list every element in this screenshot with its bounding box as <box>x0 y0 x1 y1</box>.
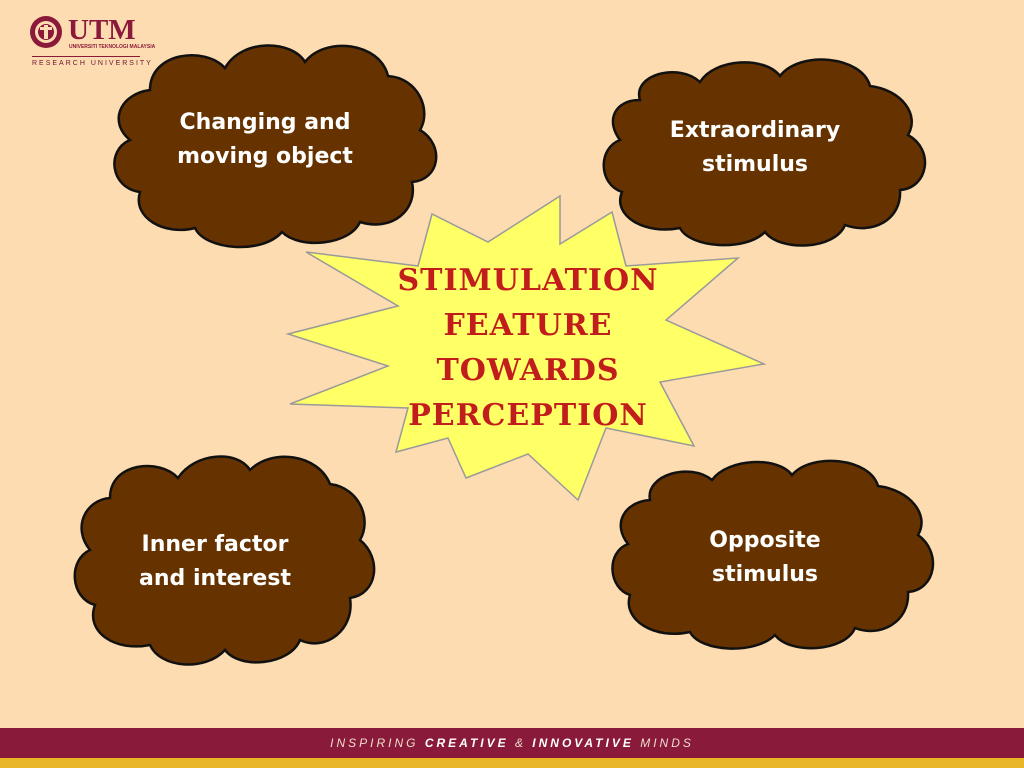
center-title-line: FEATURE <box>443 308 613 343</box>
cloud-label-line: Opposite <box>709 528 821 553</box>
footer-slogan-part: CREATIVE <box>424 736 509 750</box>
logo-subtitle: UNIVERSITI TEKNOLOGI MALAYSIA <box>69 44 156 50</box>
cloud-label-line: Inner factor <box>141 532 289 557</box>
cloud-text-top-left: Changing and moving object <box>160 106 370 174</box>
footer-slogan-part: INSPIRING <box>330 736 425 750</box>
logo-divider <box>32 56 140 57</box>
cloud-top-left <box>113 44 438 249</box>
cloud-bottom-right <box>611 459 935 650</box>
cloud-label-line: stimulus <box>711 562 819 587</box>
cloud-label-line: stimulus <box>701 152 809 177</box>
cloud-label-line: Changing and <box>179 110 351 135</box>
cloud-top-right <box>602 58 927 247</box>
cloud-label-line: Extraordinary <box>669 118 841 143</box>
logo-tagline: RESEARCH UNIVERSITY <box>32 60 153 67</box>
center-title-line: STIMULATION <box>397 263 659 298</box>
footer-slogan: INSPIRING CREATIVE & INNOVATIVE MINDS <box>0 736 1024 750</box>
utm-crest-icon <box>30 16 62 48</box>
utm-logo: UTM UNIVERSITI TEKNOLOGI MALAYSIA RESEAR… <box>28 12 155 72</box>
footer-slogan-part: INNOVATIVE <box>532 736 634 750</box>
cloud-label-line: and interest <box>139 566 291 591</box>
cloud-label-line: moving object <box>177 144 353 169</box>
center-title-line: PERCEPTION <box>408 398 648 433</box>
footer-band <box>0 728 1024 758</box>
cloud-text-bottom-right: Opposite stimulus <box>660 524 870 592</box>
center-title: STIMULATION FEATURE TOWARDS PERCEPTION <box>368 258 688 438</box>
footer-accent-line <box>0 758 1024 768</box>
cloud-text-bottom-left: Inner factor and interest <box>110 528 320 596</box>
center-starburst <box>285 194 767 502</box>
logo-wordmark: UTM <box>68 14 136 46</box>
cloud-text-top-right: Extraordinary stimulus <box>650 114 860 182</box>
footer-slogan-part: & <box>508 736 533 750</box>
cloud-bottom-left <box>73 455 376 666</box>
center-title-line: TOWARDS <box>436 353 620 388</box>
footer-slogan-part: MINDS <box>633 736 694 750</box>
